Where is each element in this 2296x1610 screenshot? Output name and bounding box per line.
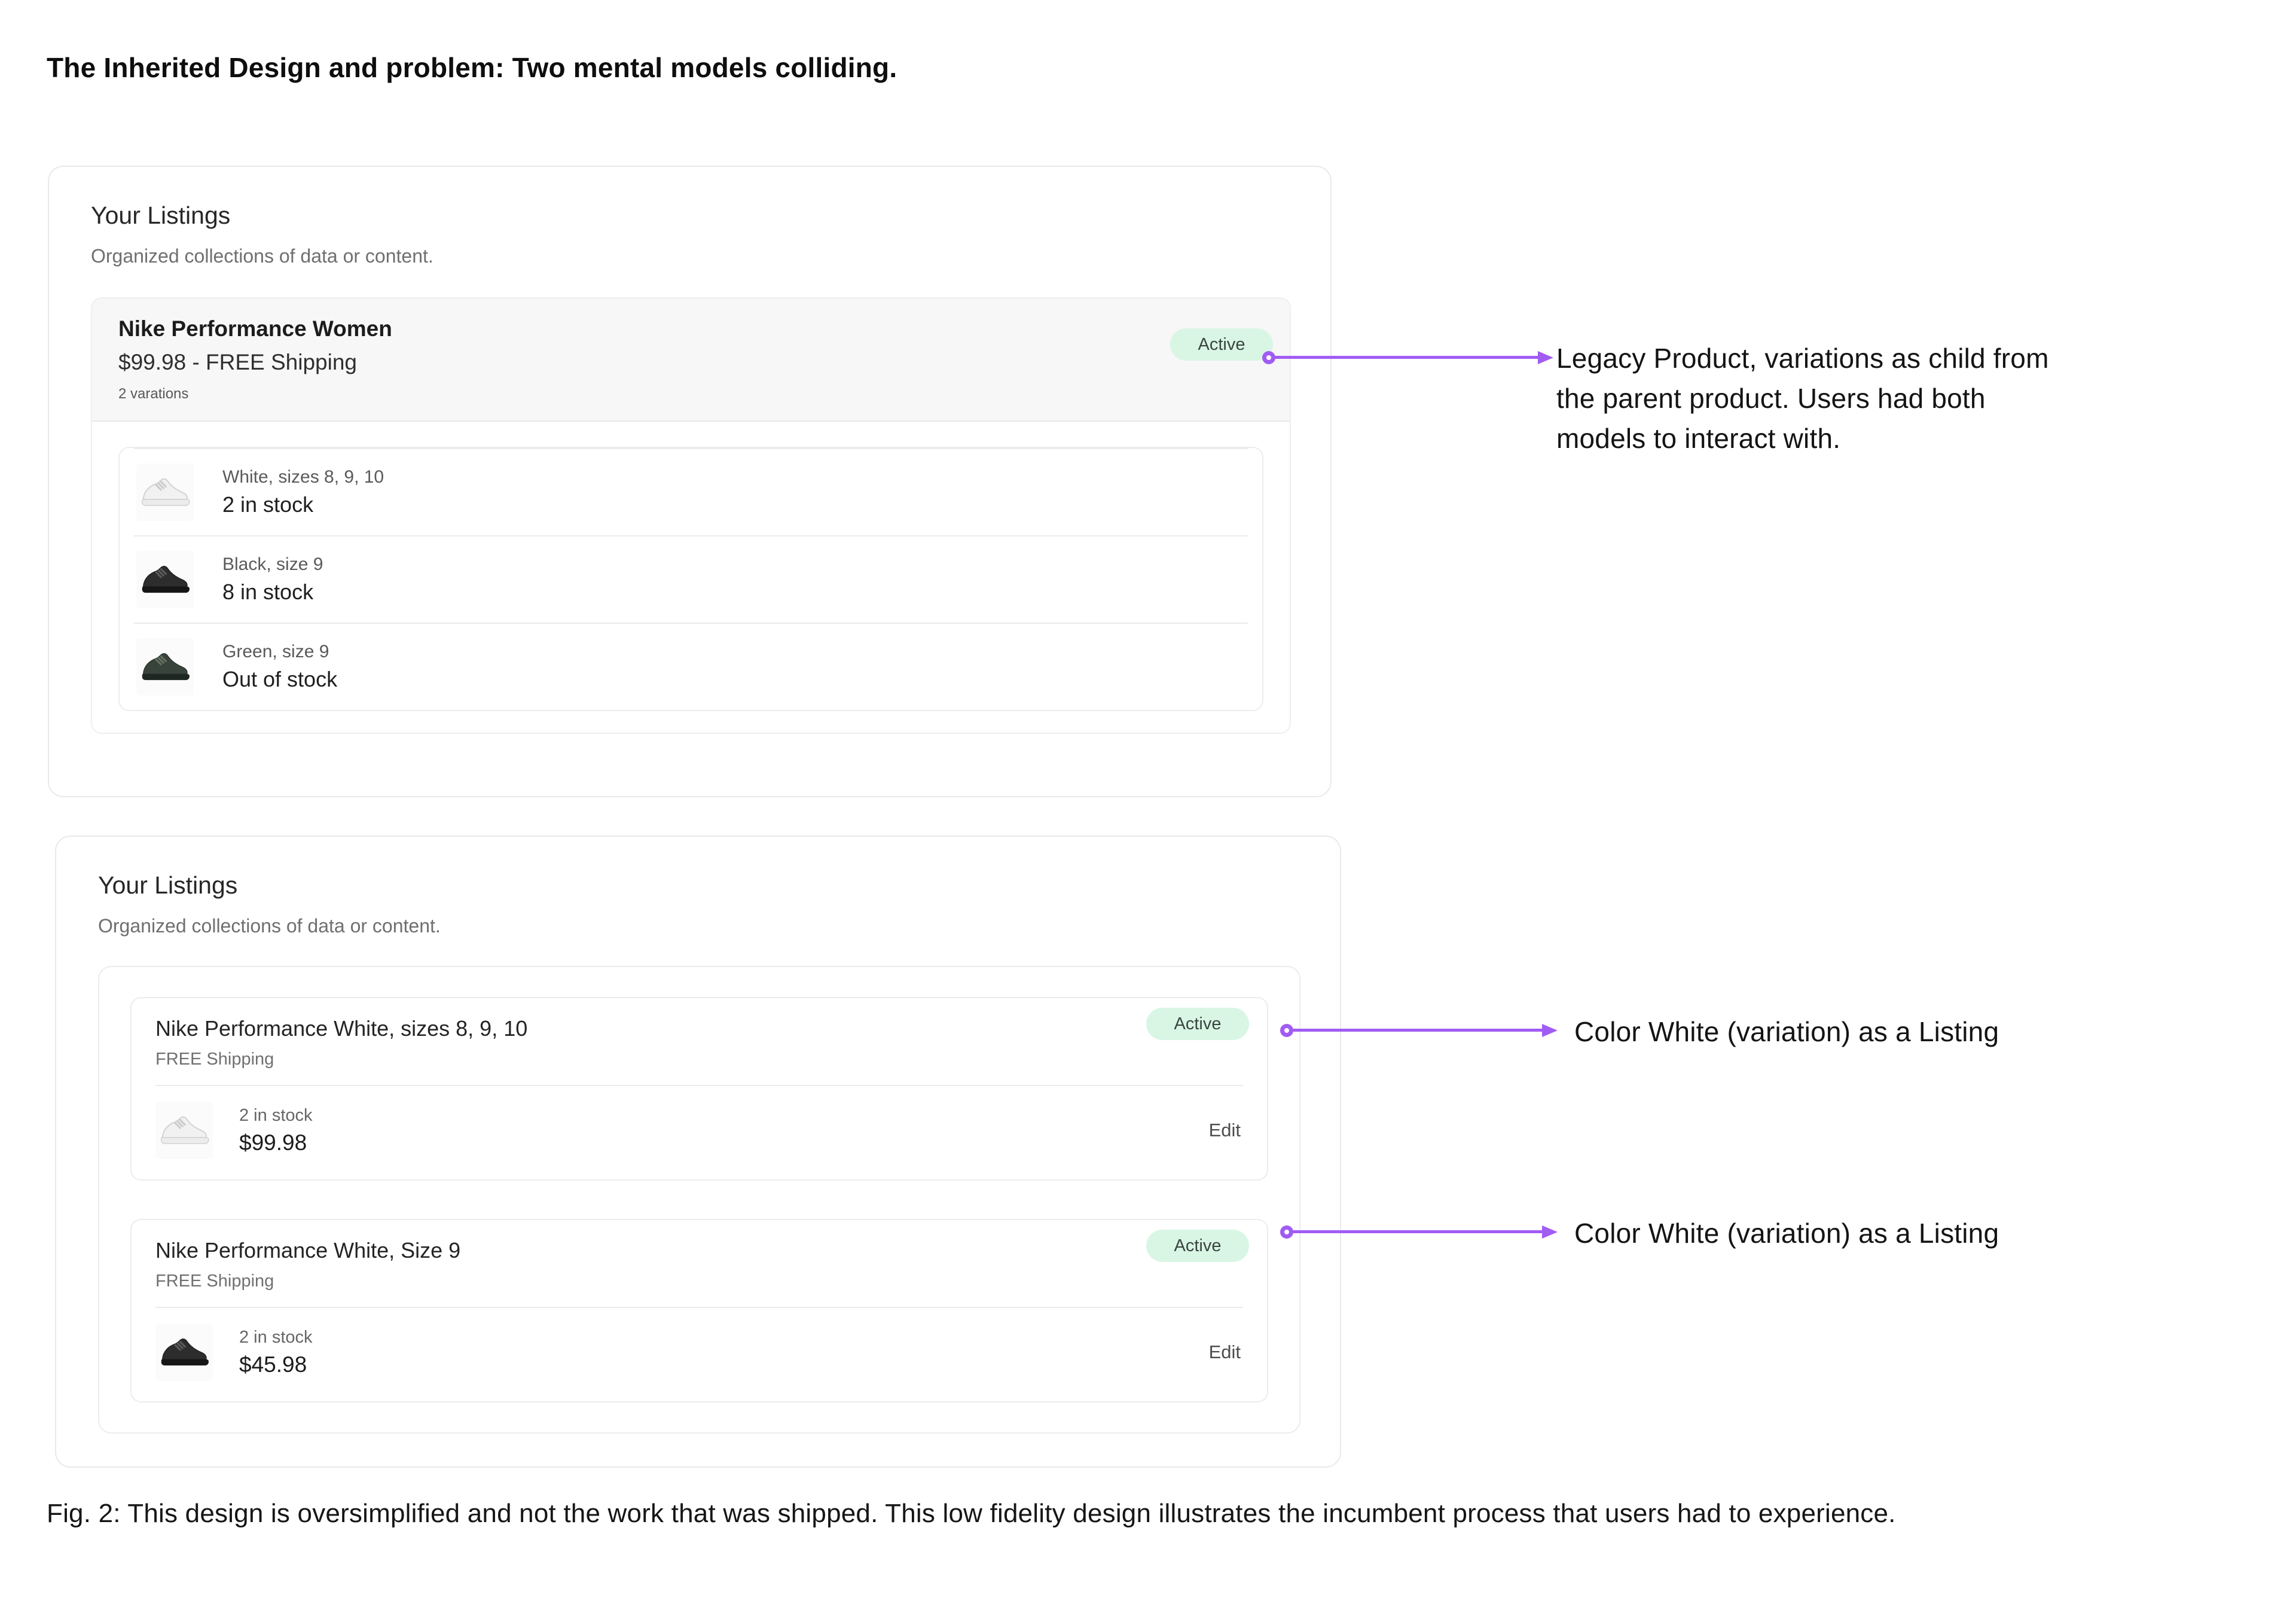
status-badge: Active [1146,1008,1249,1040]
annotation-text: Color White (variation) as a Listing [1574,1218,1999,1249]
variation-label: White, sizes 8, 9, 10 [222,467,384,487]
legacy-product-card: Nike Performance Women $99.98 - FREE Shi… [91,297,1291,734]
variation-row: White, sizes 8, 9, 10 2 in stock [134,448,1248,535]
variation-stock: 2 in stock [222,492,314,517]
status-badge: Active [1170,328,1273,361]
listings-container: Nike Performance White, sizes 8, 9, 10 F… [98,966,1300,1434]
listing-shipping: FREE Shipping [155,1271,274,1291]
arrow-dot [1262,351,1275,364]
divider [155,1085,1243,1086]
variations-count: 2 varations [118,386,189,402]
variation-stock: 8 in stock [222,580,314,604]
variation-row: Green, size 9 Out of stock [134,623,1248,711]
edit-button[interactable]: Edit [1208,1341,1241,1362]
arrowhead-icon [1538,351,1553,364]
annotation-arrow [1280,1225,1558,1239]
edit-button[interactable]: Edit [1208,1120,1241,1141]
arrow-dot [1280,1225,1293,1239]
panel-title: Your Listings [91,202,231,229]
listing-name: Nike Performance White, Size 9 [155,1238,461,1263]
legacy-listings-panel: Your Listings Organized collections of d… [48,166,1332,797]
variation-stock: Out of stock [222,667,338,691]
annotation-arrow [1280,1024,1558,1037]
product-name: Nike Performance Women [118,316,392,341]
product-body: White, sizes 8, 9, 10 2 in stock [92,422,1290,733]
product-price: $99.98 - FREE Shipping [118,350,358,374]
listing-card: Nike Performance White, sizes 8, 9, 10 F… [130,997,1268,1181]
arrowhead-icon [1542,1225,1558,1239]
page-heading: The Inherited Design and problem: Two me… [47,52,897,83]
panel-subtitle: Organized collections of data or content… [98,915,441,937]
status-badge: Active [1146,1230,1249,1262]
arrowhead-icon [1542,1024,1558,1037]
listing-card: Nike Performance White, Size 9 FREE Ship… [130,1219,1268,1402]
product-header: Nike Performance Women $99.98 - FREE Shi… [92,298,1290,422]
listing-name: Nike Performance White, sizes 8, 9, 10 [155,1016,528,1041]
variation-row: Black, size 9 8 in stock [134,535,1248,623]
black-sneaker-image [136,551,194,608]
listing-stock: 2 in stock [239,1327,313,1347]
white-sneaker-image [155,1102,213,1159]
variation-label: Black, size 9 [222,554,323,574]
listing-price: $99.98 [239,1130,307,1155]
arrow-dot [1280,1024,1293,1037]
new-listings-panel: Your Listings Organized collections of d… [55,836,1341,1468]
variations-list: White, sizes 8, 9, 10 2 in stock [118,447,1263,711]
divider [155,1307,1243,1308]
listing-price: $45.98 [239,1352,307,1377]
figure-caption: Fig. 2: This design is oversimplified an… [47,1499,1896,1528]
annotation-text: Color White (variation) as a Listing [1574,1016,1999,1047]
panel-subtitle: Organized collections of data or content… [91,245,433,267]
annotation-arrow [1262,351,1553,364]
black-sneaker-image [155,1324,213,1381]
variation-label: Green, size 9 [222,642,329,661]
white-sneaker-image [136,464,194,521]
listing-shipping: FREE Shipping [155,1050,274,1069]
panel-title: Your Listings [98,871,238,899]
annotation-text: Legacy Product, variations as child from… [1556,343,2049,454]
listing-stock: 2 in stock [239,1105,313,1125]
green-sneaker-image [136,638,194,696]
